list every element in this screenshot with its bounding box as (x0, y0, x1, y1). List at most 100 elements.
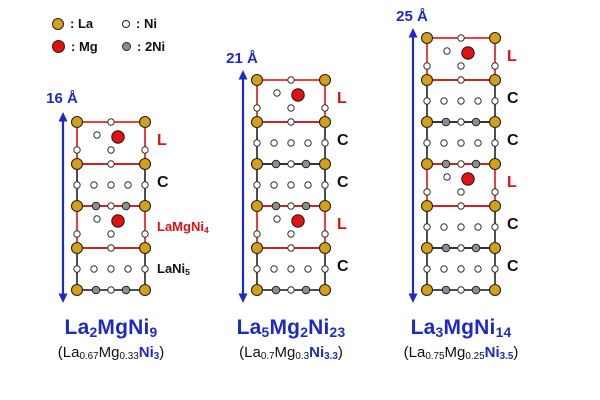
text-segment: L (337, 90, 347, 107)
ni-atom (457, 76, 465, 84)
la-atom (250, 157, 264, 171)
ni-atom (253, 181, 261, 189)
normalized-composition: (La0.67Mg0.33Ni3) (1, 344, 221, 362)
ni-atom (321, 265, 329, 273)
ni-atom (107, 230, 115, 238)
ni-atom (491, 62, 499, 70)
legend-label-mg: : Mg (71, 39, 98, 54)
ni-atom (73, 146, 81, 154)
text-segment: 0.3 (295, 351, 310, 363)
text-segment: C (337, 132, 349, 149)
l-block (426, 163, 496, 207)
text-segment: 5 (185, 266, 190, 277)
text-segment: 0.75 (425, 351, 445, 363)
ni-atom (107, 118, 115, 126)
ni-atom (443, 173, 451, 181)
text-segment: 14 (495, 324, 512, 341)
height-label-1: 16 Å (46, 90, 78, 107)
block-type-label: C (157, 174, 169, 192)
la-atom (488, 115, 502, 129)
text-segment: 5 (261, 324, 270, 341)
legend-label-la: : La (70, 16, 94, 31)
text-segment: Ni (138, 344, 154, 362)
ni-atom (73, 181, 81, 189)
text-segment: LaNi (157, 261, 186, 276)
ni-atom (491, 265, 499, 273)
2ni-atom (441, 285, 451, 295)
la-atom (250, 73, 264, 87)
la-atom (250, 241, 264, 255)
la-atom-icon (52, 17, 64, 30)
text-segment: Mg (274, 344, 296, 362)
text-segment: MgNi (443, 316, 496, 339)
block-type-label: C (507, 258, 519, 276)
text-segment: ) (337, 344, 343, 362)
mg-atom (461, 172, 475, 186)
ni-atom (107, 146, 115, 154)
arrow-head-top (408, 28, 418, 38)
ni-atom (287, 104, 295, 112)
ni-atom (253, 139, 261, 147)
ni-atom (491, 223, 499, 231)
la-atom (420, 241, 434, 255)
la-atom (250, 283, 264, 297)
la-atom (420, 73, 434, 87)
ni-atom (457, 139, 465, 147)
la-atom (70, 115, 84, 129)
text-segment: Mg (269, 316, 301, 339)
text-segment: La (410, 316, 436, 339)
la-atom (318, 73, 332, 87)
text-segment: 23 (329, 324, 346, 341)
text-segment: 0.25 (465, 351, 485, 363)
ni-atom (287, 265, 295, 273)
ni-atom (253, 104, 261, 112)
text-segment: C (157, 174, 169, 191)
text-segment: C (507, 132, 519, 149)
la-atom (420, 115, 434, 129)
2ni-atom (301, 201, 311, 211)
ni-atom (93, 215, 101, 223)
la-atom (318, 241, 332, 255)
2ni-atom (471, 243, 481, 253)
arrow-head-top (238, 70, 248, 80)
la-atom (70, 241, 84, 255)
ni-atom (423, 139, 431, 147)
la-atom (420, 157, 434, 171)
ni-atom (457, 223, 465, 231)
la-atom (138, 283, 152, 297)
2ni-atom (301, 159, 311, 169)
text-segment: 2 (89, 324, 98, 341)
l-block (256, 79, 326, 123)
ni-atom (253, 265, 261, 273)
block-type-label: L (337, 90, 347, 108)
la-atom (318, 283, 332, 297)
ni-atom (457, 202, 465, 210)
block-type-label: C (337, 132, 349, 150)
2ni-atom-icon (122, 42, 131, 51)
ni-atom (124, 265, 132, 273)
legend-item-la: : La (52, 16, 116, 31)
ni-atom (107, 286, 115, 294)
mg-atom (461, 46, 475, 60)
ni-atom (287, 139, 295, 147)
arrow-head-bottom (238, 293, 248, 303)
ni-atom (474, 265, 482, 273)
structure-3 (408, 28, 502, 303)
ni-atom (287, 118, 295, 126)
block-type-label: C (507, 90, 519, 108)
la-atom (420, 199, 434, 213)
ni-atom (287, 230, 295, 238)
la-atom (138, 115, 152, 129)
ni-atom (270, 265, 278, 273)
ni-atom (457, 160, 465, 168)
text-segment: 9 (149, 324, 158, 341)
phase-label: LaMgNi4 (157, 219, 209, 235)
mg-atom (291, 214, 305, 228)
text-segment: 0.33 (119, 351, 139, 363)
text-segment: C (337, 258, 349, 275)
ni-atom (107, 160, 115, 168)
ni-atom (287, 286, 295, 294)
text-segment: La (64, 316, 90, 339)
legend-label-ni: : Ni (136, 16, 157, 31)
